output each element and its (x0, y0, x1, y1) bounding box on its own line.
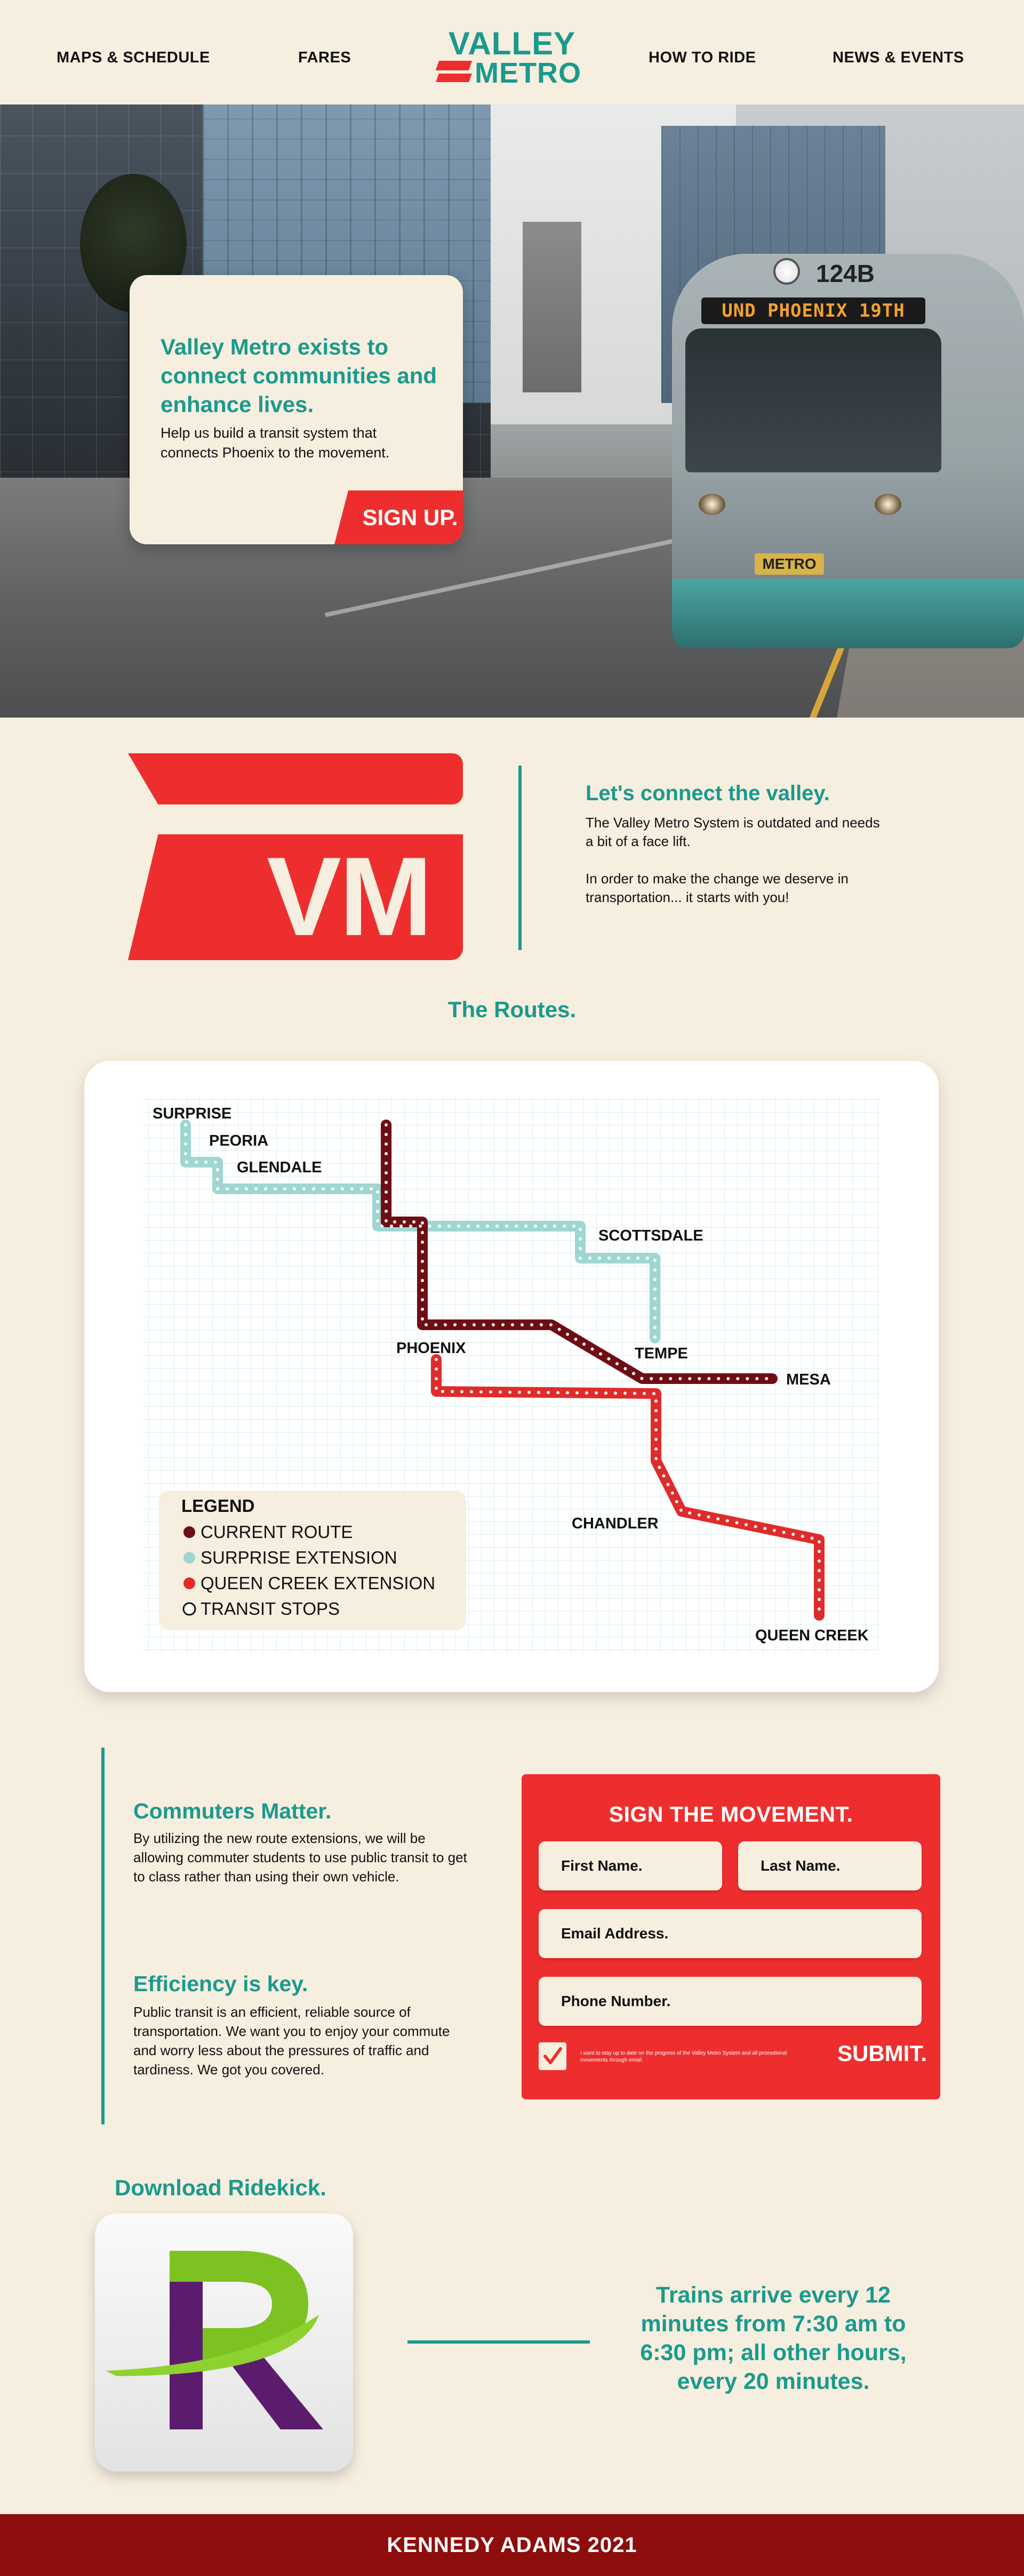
route-map-card: SURPRISE PEORIA GLENDALE SCOTTSDALE PHOE… (84, 1061, 939, 1692)
submit-button[interactable]: SUBMIT. (837, 2041, 927, 2066)
nav-how-to-ride[interactable]: HOW TO RIDE (649, 49, 756, 66)
legend-swatch-surprise (183, 1552, 195, 1564)
hero-banner: 124B UND PHOENIX 19TH METRO Valley Metro… (0, 104, 1024, 718)
train-windshield (685, 328, 941, 472)
sign-movement-form: SIGN THE MOVEMENT. First Name. Last Name… (522, 1774, 940, 2099)
download-title: Download Ridekick. (115, 2175, 326, 2200)
train-headlight (875, 494, 901, 515)
surprise-transit-stops (184, 1123, 657, 1340)
valley-metro-logo[interactable]: VALLEY METRO (435, 26, 587, 89)
nav-maps-schedule[interactable]: MAPS & SCHEDULE (57, 49, 210, 66)
ridekick-app-icon[interactable] (95, 2213, 353, 2472)
efficiency-heading: Efficiency is key. (133, 1971, 308, 1996)
intro-heading: Let's connect the valley. (586, 782, 830, 805)
footer: KENNEDY ADAMS 2021 (0, 2514, 1024, 2576)
commuters-heading: Commuters Matter. (133, 1799, 332, 1823)
vm-logo-block (128, 834, 463, 960)
top-navigation: MAPS & SCHEDULE FARES VALLEY METRO HOW T… (0, 0, 1024, 104)
legend-title: LEGEND (181, 1496, 255, 1516)
commuters-body: By utilizing the new route extensions, w… (133, 1830, 467, 1885)
train-schedule-text: Trains arrive every 12 minutes from 7:30… (640, 2282, 907, 2394)
legend-item-stops: TRANSIT STOPS (201, 1599, 340, 1619)
vm-logo-text: VM (267, 834, 433, 959)
consent-text: I want to stay up to date on the progres… (580, 2050, 787, 2063)
legend-swatch-current (183, 1526, 195, 1538)
consent-checkbox[interactable] (539, 2042, 566, 2070)
light-rail-train: 124B UND PHOENIX 19TH METRO (661, 238, 1024, 718)
email-field[interactable]: Email Address. (539, 1909, 922, 1958)
legend-item-queen-creek: QUEEN CREEK EXTENSION (201, 1573, 435, 1593)
intro-body: The Valley Metro System is outdated and … (586, 814, 884, 907)
map-legend: LEGEND CURRENT ROUTE SURPRISE EXTENSION … (159, 1491, 466, 1630)
checkmark-icon (543, 2047, 562, 2064)
train-destination-sign: UND PHOENIX 19TH (701, 297, 925, 324)
nav-fares[interactable]: FARES (298, 49, 351, 66)
train-badge: METRO (755, 553, 824, 575)
legend-swatch-stops (182, 1602, 196, 1616)
vm-logo-top-bar (128, 753, 463, 804)
phone-field[interactable]: Phone Number. (539, 1977, 922, 2026)
station-label-chandler: CHANDLER (572, 1515, 659, 1532)
train-skirt (672, 579, 1024, 648)
station-label-queen-creek: QUEEN CREEK (755, 1627, 869, 1644)
ridekick-logo-icon (106, 2251, 323, 2429)
train-headlamp (773, 258, 800, 285)
station-label-tempe: TEMPE (635, 1345, 688, 1362)
first-name-field[interactable]: First Name. (539, 1841, 722, 1890)
nav-news-events[interactable]: NEWS & EVENTS (833, 49, 964, 66)
logo-stripe (435, 61, 473, 70)
footer-credit: KENNEDY ADAMS 2021 (387, 2533, 637, 2557)
hero-building (523, 222, 581, 392)
logo-line1: VALLEY (448, 26, 576, 61)
logo-stripe (436, 74, 472, 82)
train-number: 124B (816, 260, 875, 287)
intro-paragraph-2: In order to make the change we deserve i… (586, 871, 849, 905)
legend-background (159, 1491, 466, 1630)
current-transit-stops (385, 1123, 774, 1380)
station-label-phoenix: PHOENIX (396, 1340, 466, 1357)
legend-item-surprise: SURPRISE EXTENSION (201, 1548, 397, 1567)
station-label-glendale: GLENDALE (237, 1159, 322, 1176)
section-divider (518, 766, 522, 950)
paragraph-spacer (586, 851, 884, 870)
legend-swatch-queen-creek (183, 1577, 195, 1589)
train-headlight (699, 494, 725, 515)
last-name-field[interactable]: Last Name. (738, 1841, 922, 1890)
section-divider (407, 2340, 590, 2344)
queen-creek-extension-route[interactable] (431, 1354, 825, 1621)
station-label-peoria: PEORIA (209, 1132, 268, 1149)
section-divider (101, 1748, 105, 2124)
sign-up-button[interactable]: SIGN UP. (334, 490, 463, 544)
hero-title: Valley Metro exists to connect communiti… (161, 334, 437, 417)
route-map[interactable]: SURPRISE PEORIA GLENDALE SCOTTSDALE PHOE… (84, 1061, 939, 1692)
efficiency-body: Public transit is an efficient, reliable… (133, 2004, 450, 2078)
routes-title: The Routes. (447, 997, 577, 1022)
intro-paragraph-1: The Valley Metro System is outdated and … (586, 815, 880, 849)
hero-card: Valley Metro exists to connect communiti… (130, 275, 463, 544)
station-label-scottsdale: SCOTTSDALE (598, 1227, 703, 1244)
logo-line2: METRO (475, 57, 581, 89)
form-title: SIGN THE MOVEMENT. (609, 1802, 853, 1826)
legend-item-current: CURRENT ROUTE (201, 1522, 353, 1542)
station-label-surprise: SURPRISE (153, 1105, 231, 1122)
station-label-mesa: MESA (786, 1371, 831, 1388)
hero-body: Help us build a transit system that conn… (161, 425, 390, 461)
